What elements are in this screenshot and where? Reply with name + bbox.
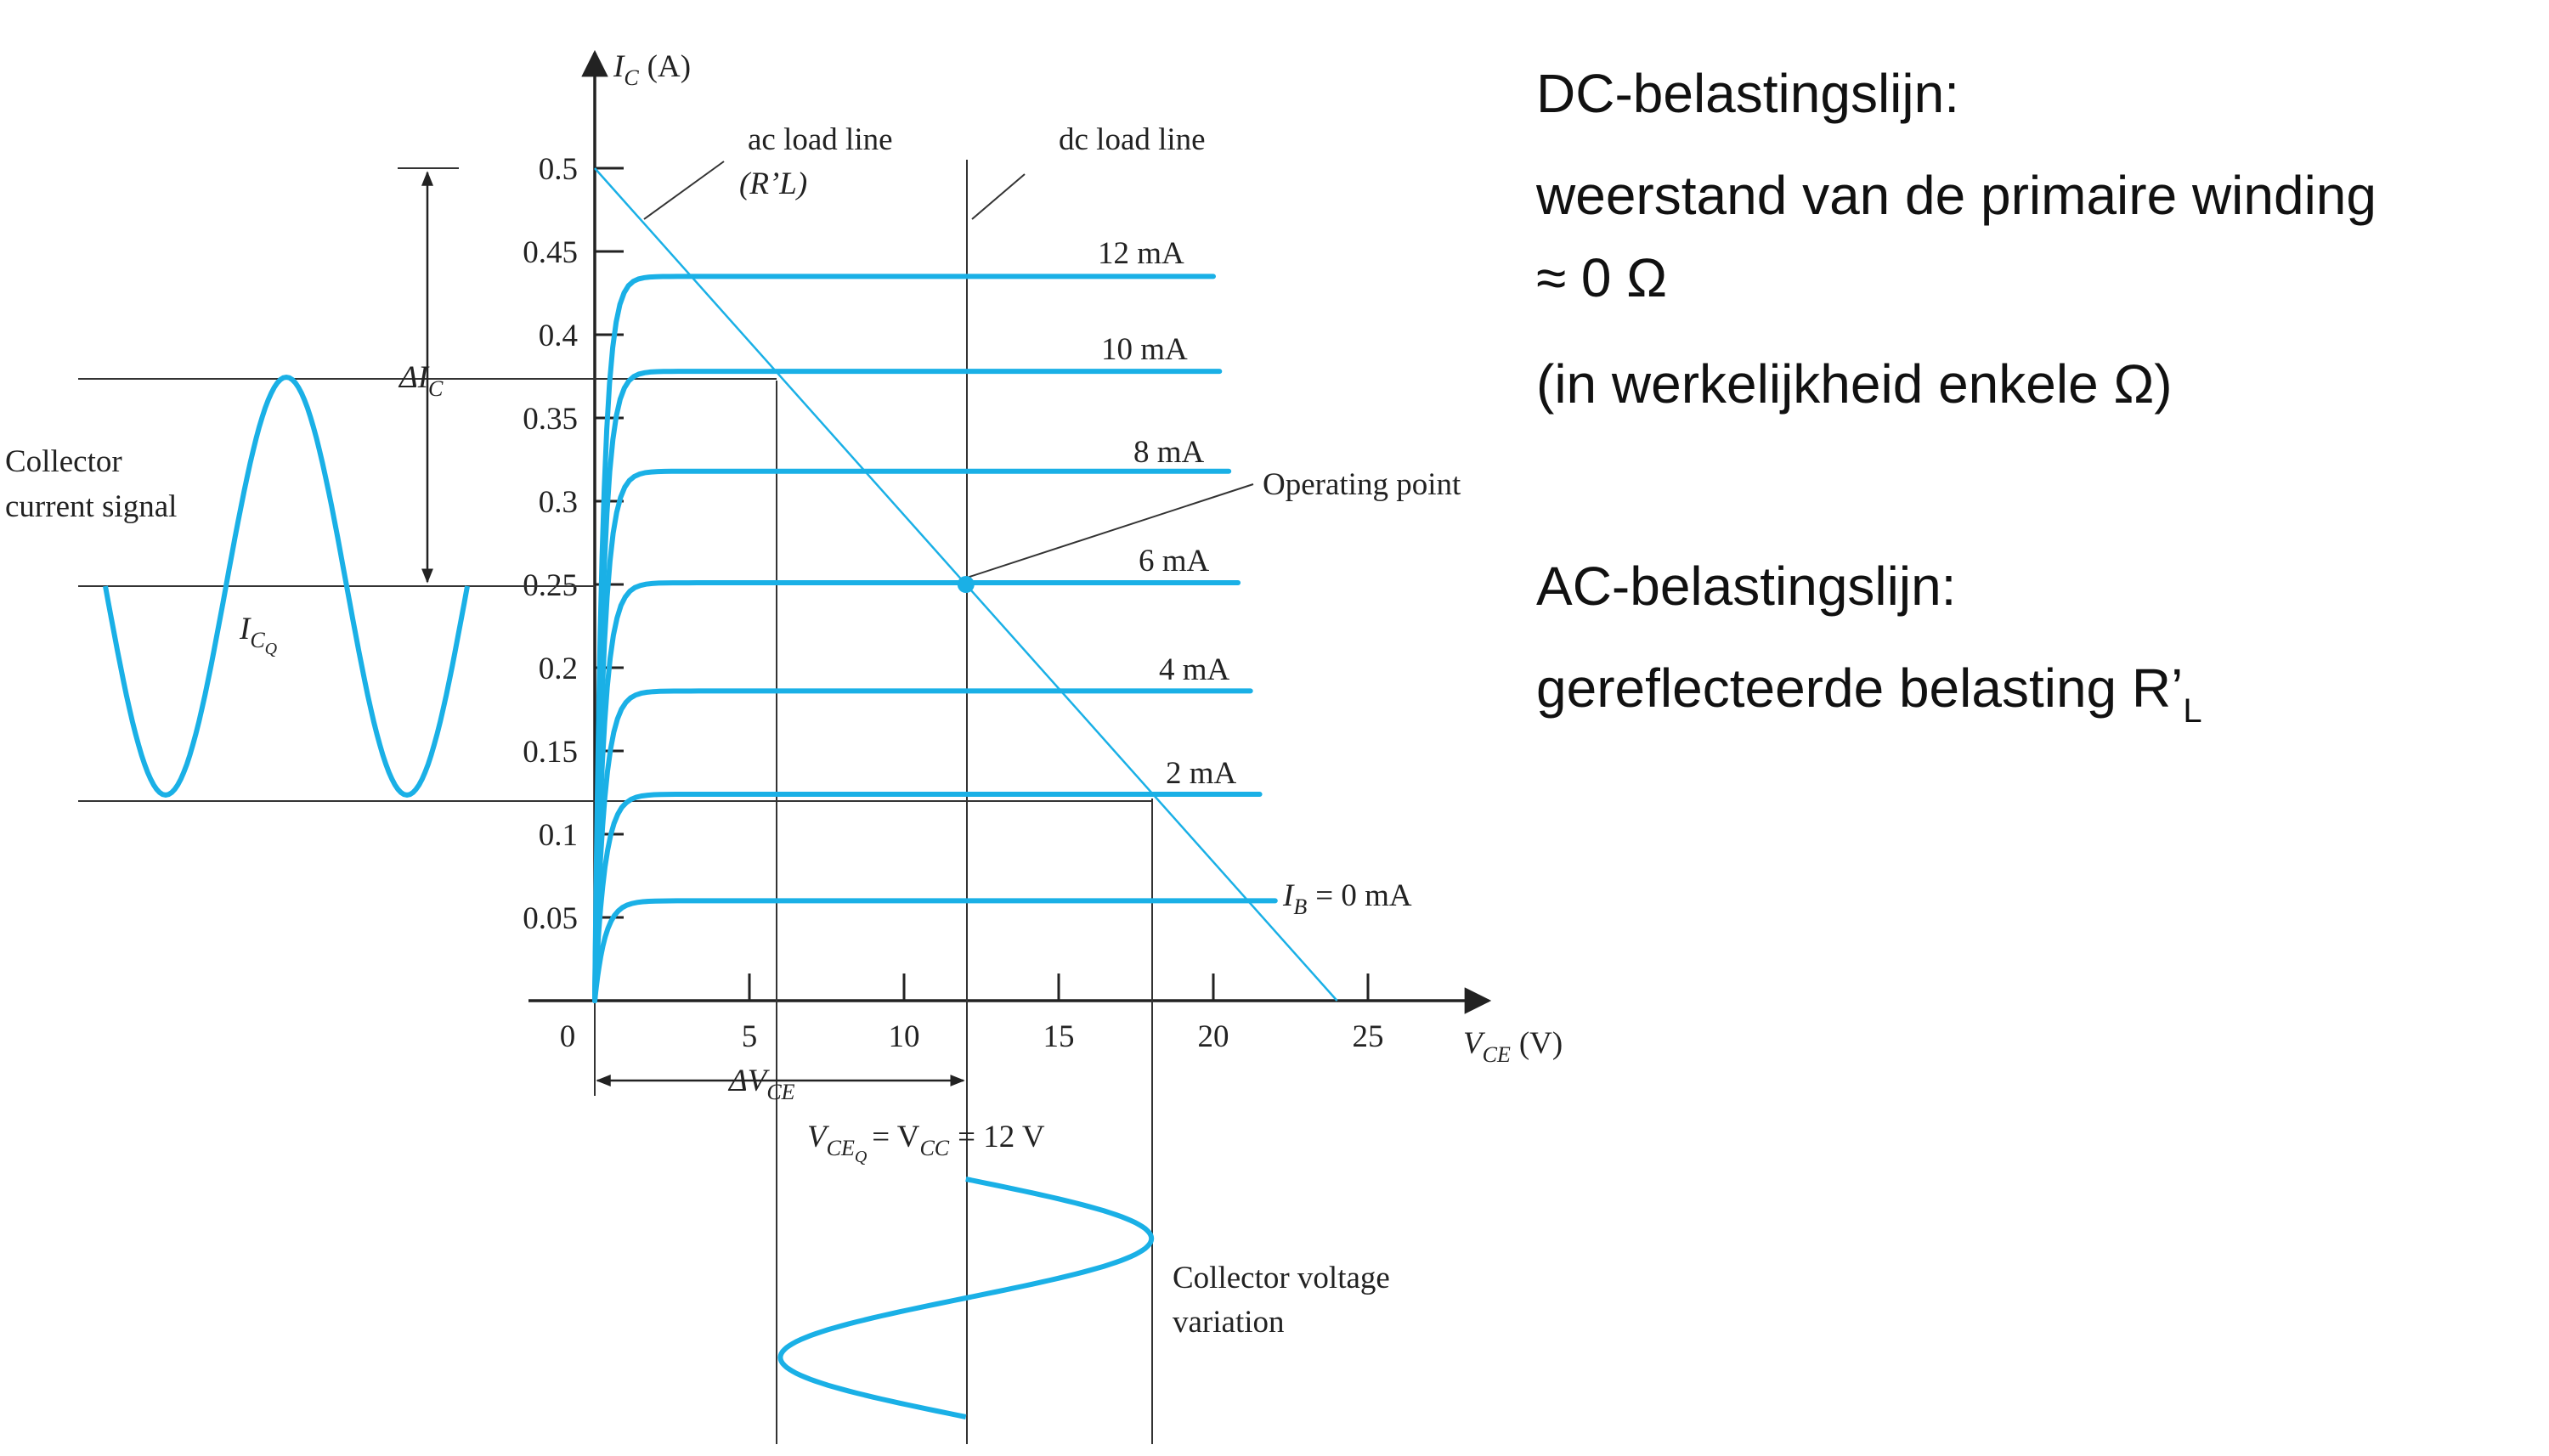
vceq-label: VCEQ= VCC= 12 V [807,1120,1045,1166]
y-tick-label-2: 0.1 [539,818,578,853]
y-axis-title: IC(A) [613,49,691,90]
curve-labels: 12 mA 10 mA 8 mA 6 mA 4 mA 2 mA IB= 0 mA [1098,236,1412,919]
y-tick-label-8: 0.4 [539,319,578,353]
collector-current-waveform [103,374,470,798]
dc-load-line-pointer [971,173,1026,220]
curve-label-12ma: 12 mA [1098,236,1184,271]
curve-8-ma [592,468,1232,1003]
ac-load-line-sublabel: (R’L) [739,166,807,201]
curve-2-ma [592,792,1263,1003]
curve-label-6ma: 6 mA [1139,544,1210,578]
collector-voltage-label-line2: variation [1173,1305,1285,1340]
x-tick-label-3: 15 [1043,1019,1075,1054]
curve-i-b-0-ma [592,898,1278,1003]
y-ticks: 0.050.10.150.20.250.30.350.40.450.5 [523,152,624,936]
y-tick-label-3: 0.15 [523,735,578,770]
collector-voltage-waveform [777,1177,1155,1419]
curve-label-0ma: IB= 0 mA [1282,878,1412,919]
y-tick-label-7: 0.35 [523,402,578,437]
ac-load-line-label: ac load line [748,122,893,157]
curve-4-ma [592,688,1253,1003]
ac-note-line1: gereflecteerde belasting R’L [1536,661,2202,728]
curve-label-10ma: 10 mA [1101,332,1188,367]
operating-point-marker [957,576,975,593]
operating-point-pointer [966,483,1254,578]
collector-voltage-label-line1: Collector voltage [1173,1261,1390,1295]
y-tick-label-6: 0.3 [539,485,578,520]
y-tick-label-1: 0.05 [523,901,578,936]
collector-current-label-line1: Collector [5,444,122,479]
dc-note-line2: ≈ 0 Ω [1536,247,1668,308]
operating-point-label: Operating point [1263,467,1461,502]
x-tick-label-5: 25 [1353,1019,1384,1054]
delta-vce-label: ΔVCE [727,1064,795,1104]
curve-label-2ma: 2 mA [1166,756,1237,791]
x-tick-label-2: 10 [889,1019,920,1054]
curve-6-ma [592,580,1241,1003]
icq-label: ICQ [239,612,278,658]
x-tick-label-1: 5 [742,1019,758,1054]
curve-12-ma [592,274,1216,1003]
x-tick-label-0: 0 [560,1019,576,1054]
x-tick-label-4: 20 [1198,1019,1229,1054]
dc-note-line1: weerstand van de primaire winding [1536,165,2377,226]
x-ticks: 0 5 10 15 20 25 [560,973,1384,1054]
guide-lines [78,160,1254,1444]
delta-ic-label: ΔIC [398,360,444,401]
ac-load-line-pointer [643,161,725,220]
characteristic-curves [592,274,1278,1003]
ac-note-text: gereflecteerde belasting R’ [1536,657,2184,719]
curve-label-8ma: 8 mA [1133,435,1205,470]
ac-load-line-title: AC-belastingslijn: [1536,556,1957,617]
curve-10-ma [592,369,1223,1003]
y-tick-label-4: 0.2 [539,652,578,686]
x-axis-title: VCE(V) [1463,1026,1563,1067]
y-tick-label-9: 0.45 [523,235,578,270]
ac-note-subscript: L [2183,692,2202,730]
collector-current-label-line2: current signal [5,489,177,524]
dc-note-line3: (in werkelijkheid enkele Ω) [1536,353,2173,415]
y-tick-label-10: 0.5 [539,152,578,187]
dc-load-line-label: dc load line [1059,122,1206,157]
dc-load-line-title: DC-belastingslijn: [1536,63,1959,124]
curve-label-4ma: 4 mA [1159,652,1230,687]
